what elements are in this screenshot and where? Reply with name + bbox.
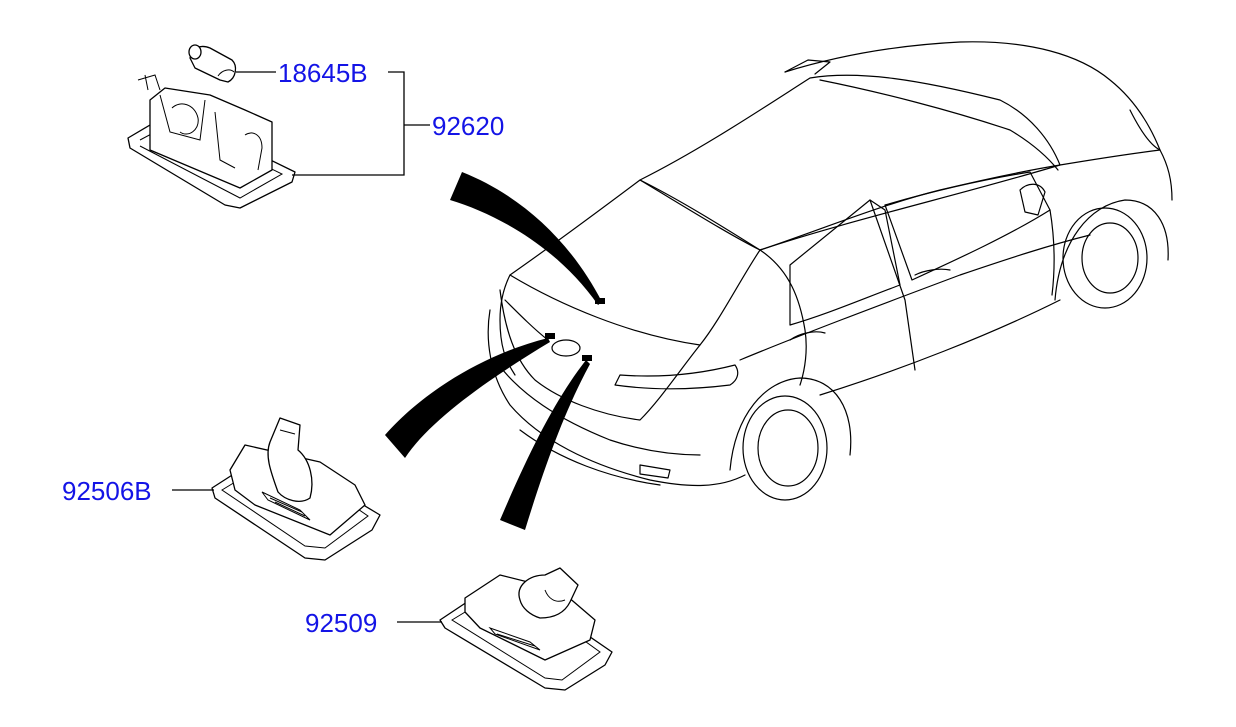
plate-lamp-left-drawing	[211, 417, 381, 561]
pointer-wedge-trunk-lamp	[450, 172, 602, 305]
pointer-wedge-plate-lamp-left	[385, 338, 550, 458]
plate-lamp-right-drawing	[439, 567, 613, 691]
callout-92506B[interactable]: 92506B	[62, 476, 152, 506]
callout-92620[interactable]: 92620	[432, 111, 505, 141]
leader-lines	[172, 71, 442, 623]
pointer-wedge-plate-lamp-right	[500, 360, 590, 530]
callout-92509[interactable]: 92509	[305, 608, 378, 638]
callout-18645B[interactable]: 18645B	[278, 58, 368, 88]
trunk-lamp-assembly-drawing	[127, 44, 296, 209]
car-illustration	[487, 41, 1173, 501]
